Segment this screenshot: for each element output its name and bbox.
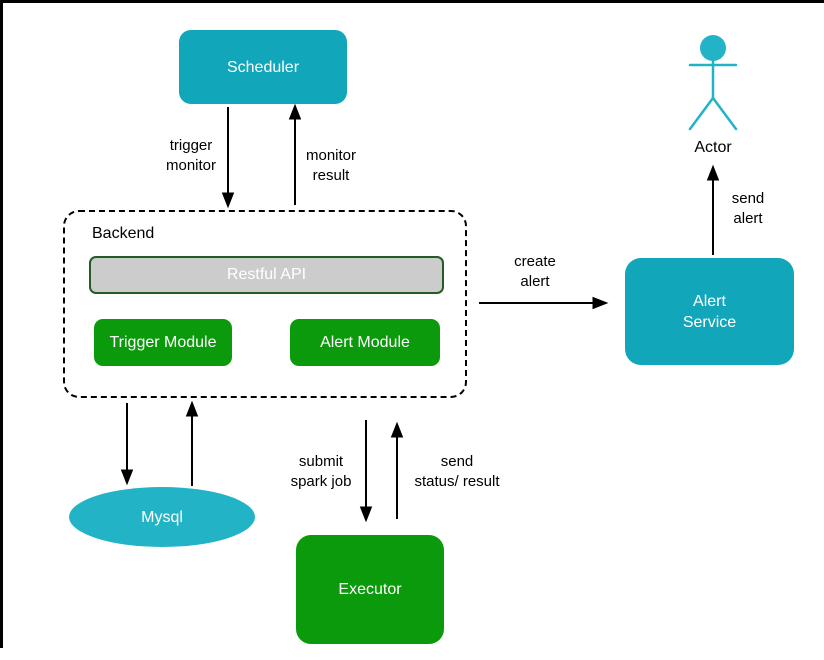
- mysql-node: Mysql: [69, 487, 255, 547]
- edge-label-submit-spark-job: submit spark job: [290, 453, 352, 490]
- arrow-monitor-result: [288, 103, 302, 205]
- mysql-label: Mysql: [141, 508, 183, 526]
- arrow-mysql-to-backend: [185, 400, 199, 486]
- arrow-create-alert: [479, 296, 609, 310]
- executor-label: Executor: [338, 581, 402, 598]
- alert-service-node: Alert Service: [625, 258, 794, 365]
- canvas-border-left: [0, 0, 3, 648]
- arrow-send-status-result: [390, 421, 404, 519]
- canvas-border-top: [0, 0, 824, 3]
- arrow-backend-to-mysql: [120, 403, 134, 486]
- alert-module-label: Alert Module: [320, 333, 410, 351]
- actor-label: Actor: [694, 139, 732, 156]
- edge-label-send-status-result: send status/ result: [414, 453, 500, 490]
- scheduler-node: Scheduler: [179, 30, 347, 104]
- scheduler-label: Scheduler: [226, 58, 300, 76]
- arrow-send-alert: [706, 164, 720, 255]
- edge-label-trigger-monitor: trigger monitor: [165, 137, 217, 174]
- edge-label-create-alert: create alert: [514, 253, 556, 290]
- actor-icon: [688, 35, 738, 131]
- backend-container: Backend Restful API Trigger Module Alert…: [63, 210, 467, 398]
- trigger-module-node: Trigger Module: [94, 319, 232, 366]
- alert-module-node: Alert Module: [290, 319, 440, 366]
- arrow-trigger-monitor: [221, 107, 235, 209]
- restful-api-label: Restful API: [226, 266, 307, 283]
- trigger-module-label: Trigger Module: [109, 333, 217, 351]
- executor-node: Executor: [296, 535, 444, 644]
- backend-label: Backend: [92, 225, 155, 242]
- alert-service-label: Alert Service: [682, 292, 737, 331]
- edge-label-monitor-result: monitor result: [305, 147, 357, 184]
- restful-api-node: Restful API: [89, 256, 444, 294]
- edge-label-send-alert: send alert: [731, 190, 765, 227]
- arrow-submit-spark-job: [359, 420, 373, 523]
